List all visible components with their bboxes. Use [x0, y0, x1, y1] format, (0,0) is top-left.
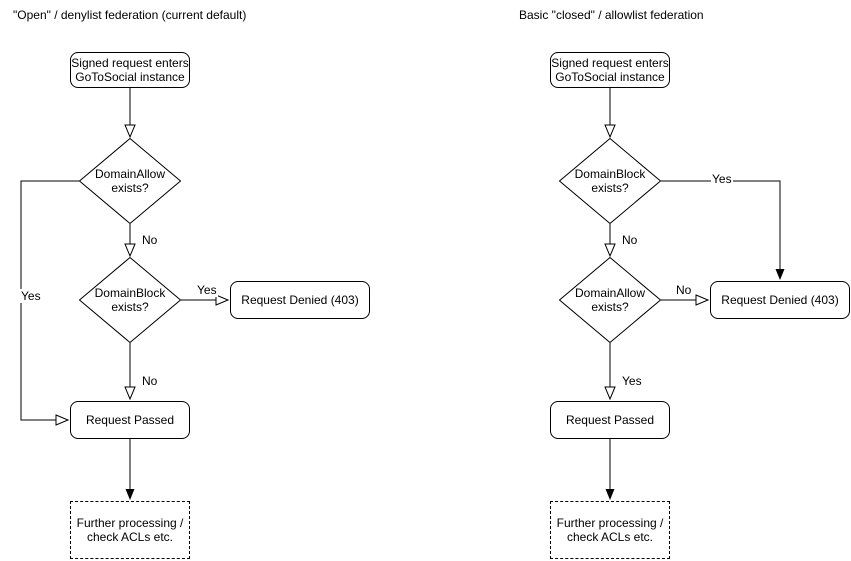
left-d2-no-label: No — [141, 374, 159, 388]
left-decision2-line1: DomainBlock — [94, 286, 166, 300]
left-decision-domainblock: DomainBlock exists? — [79, 257, 181, 343]
right-decision-domainblock: DomainBlock exists? — [559, 138, 661, 224]
diamond-shape — [79, 138, 181, 224]
left-further-line2: check ACLs etc. — [86, 530, 174, 544]
left-passed-label: Request Passed — [85, 413, 175, 427]
right-decision-domainallow: DomainAllow exists? — [559, 257, 661, 343]
right-decision1-line1: DomainBlock — [574, 167, 646, 181]
left-decision-domainallow: DomainAllow exists? — [79, 138, 181, 224]
right-further-line2: check ACLs etc. — [566, 530, 654, 544]
left-d2-yes-label: Yes — [196, 283, 218, 297]
right-request-passed-node: Request Passed — [550, 401, 670, 439]
right-passed-label: Request Passed — [565, 413, 655, 427]
left-decision1-line2: exists? — [111, 181, 149, 195]
left-start-line2: GoToSocial instance — [75, 70, 185, 84]
right-denied-label: Request Denied (403) — [721, 293, 839, 307]
left-request-denied-node: Request Denied (403) — [230, 281, 370, 319]
right-d1-yes-label: Yes — [711, 172, 733, 186]
left-d1-no-label: No — [141, 233, 159, 247]
right-further-processing-node: Further processing / check ACLs etc. — [550, 501, 670, 559]
right-d2-yes-label: Yes — [621, 374, 643, 388]
right-flow-title: Basic "closed" / allowlist federation — [519, 8, 704, 22]
left-decision2-line2: exists? — [111, 300, 149, 314]
right-decision1-line2: exists? — [591, 181, 629, 195]
right-d2-no-label: No — [675, 283, 693, 297]
left-flow-title: "Open" / denylist federation (current de… — [13, 8, 247, 22]
edge-right-decision1-yes — [661, 180, 785, 280]
left-decision1-line1: DomainAllow — [94, 167, 166, 181]
diamond-shape — [559, 138, 661, 224]
right-start-node: Signed request enters GoToSocial instanc… — [550, 52, 670, 88]
right-further-line1: Further processing / — [556, 516, 664, 530]
left-further-processing-node: Further processing / check ACLs etc. — [70, 501, 190, 559]
right-d1-no-label: No — [621, 233, 639, 247]
left-denied-label: Request Denied (403) — [241, 293, 359, 307]
left-start-line1: Signed request enters — [71, 56, 189, 70]
left-d1-yes-label: Yes — [20, 289, 42, 303]
right-decision2-line1: DomainAllow — [574, 286, 646, 300]
left-request-passed-node: Request Passed — [70, 401, 190, 439]
right-request-denied-node: Request Denied (403) — [710, 281, 850, 319]
right-start-line1: Signed request enters — [551, 56, 669, 70]
left-start-node: Signed request enters GoToSocial instanc… — [70, 52, 190, 88]
diamond-shape — [559, 257, 661, 343]
right-start-line2: GoToSocial instance — [555, 70, 665, 84]
right-decision2-line2: exists? — [591, 300, 629, 314]
left-further-line1: Further processing / — [76, 516, 184, 530]
diamond-shape — [79, 257, 181, 343]
